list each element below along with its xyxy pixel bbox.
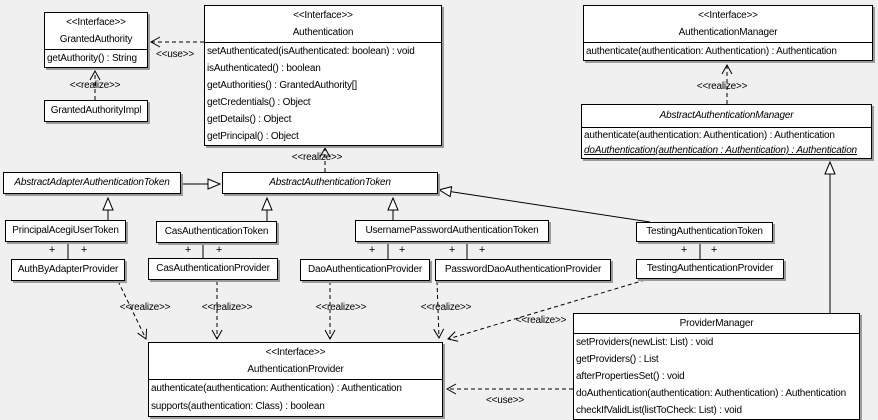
association-plus: + — [184, 244, 192, 256]
class-name: DaoAuthenticationProvider — [308, 264, 422, 275]
class-method: authenticate(authentication: Authenticat… — [151, 383, 402, 394]
class-box-username-password-authentication-token: UsernamePasswordAuthenticationToken — [355, 220, 549, 242]
use-label: <<use>> — [155, 49, 195, 60]
class-name: TestingAuthenticationProvider — [646, 263, 774, 274]
class-box-authentication-provider: <<Interface>> AuthenticationProvider aut… — [148, 342, 443, 417]
class-method: authenticate(authentication: Authenticat… — [584, 130, 835, 141]
class-stereotype: <<Interface>> — [293, 10, 353, 21]
class-method: getProviders() : List — [576, 354, 659, 365]
class-box-abstract-authentication-token: AbstractAuthenticationToken — [222, 172, 438, 194]
association-plus: + — [478, 244, 486, 256]
class-name: CasAuthenticationToken — [164, 226, 269, 237]
association-plus: + — [215, 244, 223, 256]
class-name: ProviderManager — [679, 318, 754, 329]
realize-label: <<realize>> — [515, 315, 567, 326]
class-method: supports(authentication: Class) : boolea… — [151, 401, 325, 412]
class-name: GrantedAuthorityImpl — [50, 105, 142, 116]
class-name: AbstractAuthenticationToken — [269, 177, 391, 188]
class-stereotype: <<Interface>> — [66, 17, 126, 28]
class-box-cas-authentication-provider: CasAuthenticationProvider — [148, 258, 278, 280]
class-name: AuthenticationProvider — [247, 364, 344, 375]
association-plus: + — [80, 244, 88, 256]
association-plus: + — [48, 244, 56, 256]
class-method: doAuthentication(authentication: Authent… — [576, 388, 846, 399]
class-stereotype: <<Interface>> — [698, 10, 758, 21]
class-method: getAuthority() : String — [47, 53, 137, 64]
class-name: GrantedAuthority — [59, 34, 133, 45]
class-method: getDetails() : Object — [207, 114, 292, 125]
class-box-abstract-adapter-authentication-token: AbstractAdapterAuthenticationToken — [3, 172, 181, 194]
class-method: isAuthenticated() : boolean — [207, 63, 321, 74]
use-label: <<use>> — [485, 395, 525, 406]
class-stereotype: <<Interface>> — [265, 347, 326, 358]
class-name: PrincipalAcegiUserToken — [12, 225, 119, 236]
class-box-principal-acegi-user-token: PrincipalAcegiUserToken — [5, 220, 126, 242]
class-method: doAuthentication(authentication : Authen… — [584, 145, 857, 156]
association-plus: + — [368, 244, 376, 256]
realize-label: <<realize>> — [201, 302, 253, 313]
class-box-auth-by-adapter-provider: AuthByAdapterProvider — [11, 259, 125, 281]
class-box-testing-authentication-provider: TestingAuthenticationProvider — [636, 259, 784, 279]
class-name: AbstractAuthenticationManager — [659, 110, 794, 121]
realize-label: <<realize>> — [696, 81, 748, 92]
class-name: AuthenticationManager — [678, 27, 778, 38]
class-box-abstract-authentication-manager: AbstractAuthenticationManager authentica… — [581, 104, 872, 159]
class-method: getCredentials() : Object — [207, 97, 311, 108]
association-plus: + — [680, 244, 688, 256]
class-box-granted-authority-impl: GrantedAuthorityImpl — [44, 100, 148, 122]
class-name: Authentication — [292, 27, 354, 38]
class-method: setProviders(newList: List) : void — [576, 337, 714, 348]
class-method: afterPropertiesSet() : void — [576, 371, 685, 382]
class-box-authentication-manager: <<Interface>> AuthenticationManager auth… — [583, 5, 873, 61]
class-name: UsernamePasswordAuthenticationToken — [365, 225, 539, 236]
class-method: checkIfValidList(listToCheck: List) : vo… — [576, 405, 742, 416]
class-box-dao-authentication-provider: DaoAuthenticationProvider — [300, 259, 430, 281]
association-plus: + — [710, 244, 718, 256]
class-method: getAuthorities() : GrantedAuthority[] — [207, 80, 357, 91]
class-method: getPrincipal() : Object — [207, 131, 299, 142]
realize-label: <<realize>> — [420, 302, 472, 313]
realize-label: <<realize>> — [69, 80, 121, 91]
realize-label: <<realize>> — [119, 302, 171, 313]
realize-label: <<realize>> — [315, 302, 367, 313]
class-box-testing-authentication-token: TestingAuthenticationToken — [636, 222, 773, 242]
class-name: AuthByAdapterProvider — [17, 264, 119, 275]
realize-label: <<realize>> — [291, 152, 343, 163]
association-plus: + — [448, 244, 456, 256]
class-name: TestingAuthenticationToken — [646, 226, 763, 237]
class-box-granted-authority: <<Interface>> GrantedAuthority getAuthor… — [44, 12, 148, 68]
association-plus: + — [398, 244, 406, 256]
class-box-cas-authentication-token: CasAuthenticationToken — [156, 221, 277, 243]
class-name: AbstractAdapterAuthenticationToken — [14, 177, 170, 188]
class-method: setAuthenticated(isAuthenticated: boolea… — [207, 46, 415, 57]
class-name: CasAuthenticationProvider — [156, 263, 270, 274]
class-name: PasswordDaoAuthenticationProvider — [444, 264, 602, 275]
class-box-authentication: <<Interface>> Authentication setAuthenti… — [204, 5, 442, 146]
class-box-provider-manager: ProviderManager setProviders(newList: Li… — [573, 313, 860, 420]
class-method: authenticate(authentication: Authenticat… — [586, 46, 837, 57]
class-box-password-dao-authentication-provider: PasswordDaoAuthenticationProvider — [435, 259, 611, 281]
